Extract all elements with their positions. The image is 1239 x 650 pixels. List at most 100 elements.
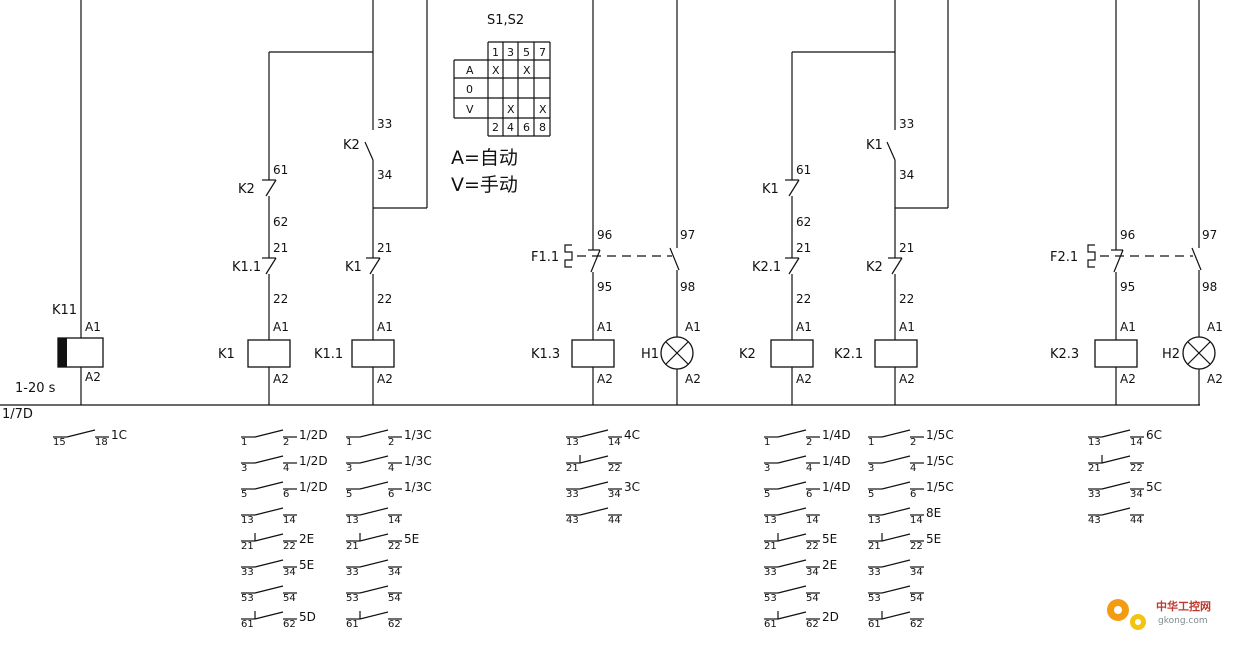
contact-blade [359,507,389,516]
contact-blade [777,585,807,594]
contact-label: K1.1 [232,260,261,275]
contact-blade [579,455,609,464]
contact-blade [254,429,284,438]
xref-ref: 1/2D [299,428,328,442]
timer-ref: 1/7D [2,407,33,422]
contact-blade [777,429,807,438]
contact-label: K2 [238,182,255,197]
xref-ref: 1/4D [822,454,851,468]
pin-a1: A1 [85,320,101,334]
xref-ref: 5E [926,532,941,546]
contact-blade [359,559,389,568]
contact-blade [359,429,389,438]
xref-pin-b: 34 [1130,489,1143,500]
xref-pin-a: 3 [241,463,247,474]
coil-label: K1.3 [531,347,560,362]
pin-96: 96 [1120,228,1135,242]
pin-a2: A2 [685,372,701,386]
pin-98: 98 [680,280,695,294]
xref-pin-b: 62 [283,619,296,630]
watermark-site: gkong.com [1158,616,1208,626]
contact-blade [777,533,807,542]
xref-ref: 1/3C [404,454,432,468]
selector-cell: X [523,64,531,77]
xref-ref: 1/4D [822,428,851,442]
pin-22: 22 [273,292,288,306]
xref-ref: 8E [926,506,941,520]
selector-bottom-number: 2 [492,121,499,134]
contact-blade [881,533,911,542]
selector-bottom-number: 6 [523,121,530,134]
contact-label: K2 [866,260,883,275]
xref-pin-b: 2 [806,437,812,448]
xref-ref: 1/3C [404,428,432,442]
xref-ref: 2E [822,558,837,572]
pin-22: 22 [796,292,811,306]
contact-blade [66,429,96,438]
contact-blade [359,455,389,464]
xref-ref: 1/5C [926,428,954,442]
pin-a2: A2 [597,372,613,386]
pin-a2: A2 [1207,372,1223,386]
contact-blade [579,429,609,438]
timer-delay-marker [58,338,67,367]
contact-blade [881,455,911,464]
xref-pin-b: 22 [608,463,621,474]
contact-label: F1.1 [531,250,559,265]
pin-a2: A2 [1120,372,1136,386]
pin-95: 95 [1120,280,1135,294]
pin-98: 98 [1202,280,1217,294]
xref-pin-b: 62 [910,619,923,630]
watermark-name: 中华工控网 [1156,599,1211,613]
coil-k13 [571,339,615,368]
xref-pin-a: 13 [566,437,579,448]
contact-blade [254,481,284,490]
xref-pin-a: 33 [1088,489,1101,500]
xref-pin-b: 54 [910,593,923,604]
xref-pin-b: 54 [806,593,819,604]
xref-pin-a: 3 [346,463,352,474]
k1-branch: 61 62 K2 21 22 K1.1 A1 A2 K1 [218,51,373,405]
pin-a2: A2 [273,372,289,386]
k2-branch: 61 62 K1 21 22 K2.1 A1 A2 K2 [739,51,895,405]
xref-pin-a: 53 [346,593,359,604]
xref-pin-b: 14 [388,515,401,526]
contact-label: K1 [762,182,779,197]
xref-pin-a: 33 [566,489,579,500]
contact-blade [359,585,389,594]
pin-a1: A1 [899,320,915,334]
thermal-relay-icon [564,244,573,268]
xref-pin-b: 22 [806,541,819,552]
xref-pin-b: 2 [910,437,916,448]
xref-pin-a: 33 [241,567,254,578]
selector-bottom-number: 4 [507,121,514,134]
selector-row-label: 0 [466,83,473,96]
xref-ref: 1/2D [299,454,328,468]
xref-pin-a: 53 [764,593,777,604]
xref-pin-b: 4 [910,463,916,474]
contact-label: K2 [343,138,360,153]
xref-pin-b: 22 [283,541,296,552]
xref-ref: 5E [404,532,419,546]
xref-pin-b: 54 [283,593,296,604]
xref-pin-a: 33 [764,567,777,578]
xref-pin-b: 44 [1130,515,1143,526]
coil-k2 [770,339,814,368]
pin-a1: A1 [1207,320,1223,334]
xref-pin-b: 44 [608,515,621,526]
xref-pin-a: 33 [868,567,881,578]
contact-blade [1101,481,1131,490]
xref-pin-a: 3 [868,463,874,474]
xref-pin-b: 2 [388,437,394,448]
